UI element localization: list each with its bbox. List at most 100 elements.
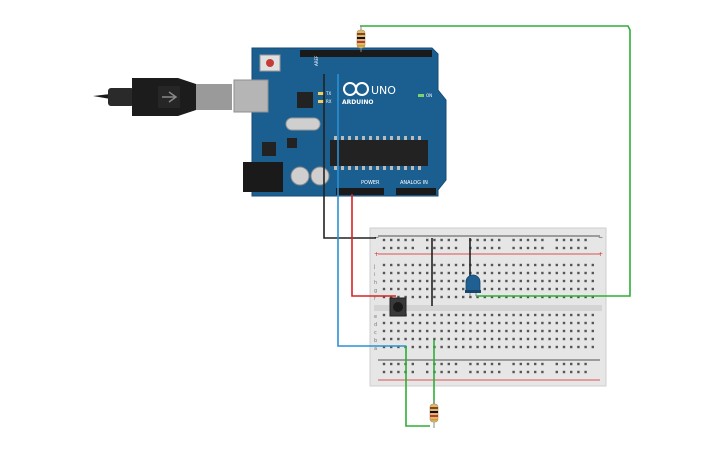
breadboard-hole[interactable]	[469, 370, 472, 374]
breadboard-hole[interactable]	[519, 313, 522, 317]
breadboard-hole[interactable]	[498, 263, 501, 267]
breadboard-hole[interactable]	[462, 321, 465, 325]
breadboard-hole[interactable]	[411, 313, 414, 317]
breadboard-hole[interactable]	[498, 238, 501, 242]
breadboard-hole[interactable]	[426, 345, 429, 349]
breadboard-hole[interactable]	[440, 370, 443, 374]
breadboard-hole[interactable]	[562, 362, 566, 366]
breadboard-hole[interactable]	[534, 279, 537, 283]
breadboard-hole[interactable]	[382, 295, 386, 299]
breadboard-hole[interactable]	[440, 246, 443, 250]
breadboard-hole[interactable]	[498, 287, 501, 291]
resistor-bottom[interactable]	[429, 400, 439, 428]
breadboard-hole[interactable]	[390, 337, 393, 341]
breadboard-hole[interactable]	[382, 246, 386, 250]
breadboard-hole[interactable]	[411, 362, 414, 366]
breadboard-hole[interactable]	[397, 329, 400, 333]
breadboard-hole[interactable]	[454, 287, 458, 291]
breadboard-hole[interactable]	[548, 321, 551, 325]
breadboard-hole[interactable]	[440, 238, 443, 242]
breadboard-hole[interactable]	[418, 287, 422, 291]
breadboard-hole[interactable]	[454, 345, 458, 349]
breadboard-hole[interactable]	[490, 321, 494, 325]
breadboard-hole[interactable]	[476, 370, 479, 374]
breadboard-hole[interactable]	[584, 271, 587, 275]
breadboard-hole[interactable]	[584, 329, 587, 333]
breadboard-hole[interactable]	[555, 329, 558, 333]
breadboard-hole[interactable]	[382, 337, 386, 341]
breadboard-hole[interactable]	[426, 313, 429, 317]
breadboard-hole[interactable]	[397, 271, 400, 275]
breadboard-hole[interactable]	[454, 263, 458, 267]
breadboard-hole[interactable]	[404, 263, 407, 267]
breadboard-hole[interactable]	[584, 279, 587, 283]
breadboard-hole[interactable]	[526, 287, 530, 291]
breadboard-hole[interactable]	[454, 279, 458, 283]
breadboard-hole[interactable]	[440, 295, 443, 299]
breadboard-hole[interactable]	[411, 370, 414, 374]
breadboard-hole[interactable]	[548, 279, 551, 283]
breadboard-hole[interactable]	[390, 238, 393, 242]
wire-gnd-black[interactable]	[323, 74, 376, 239]
breadboard-hole[interactable]	[418, 263, 422, 267]
breadboard-hole[interactable]	[447, 263, 450, 267]
breadboard-hole[interactable]	[584, 287, 587, 291]
breadboard-hole[interactable]	[476, 345, 479, 349]
breadboard-hole[interactable]	[519, 295, 522, 299]
breadboard-hole[interactable]	[490, 345, 494, 349]
breadboard-hole[interactable]	[577, 279, 580, 283]
breadboard-hole[interactable]	[498, 313, 501, 317]
breadboard-hole[interactable]	[411, 246, 414, 250]
breadboard-hole[interactable]	[469, 313, 472, 317]
breadboard-hole[interactable]	[447, 238, 450, 242]
breadboard-hole[interactable]	[512, 313, 515, 317]
breadboard-hole[interactable]	[555, 337, 558, 341]
breadboard-hole[interactable]	[512, 321, 515, 325]
pushbutton[interactable]	[389, 297, 407, 317]
breadboard-hole[interactable]	[526, 279, 530, 283]
breadboard-hole[interactable]	[440, 337, 443, 341]
breadboard-hole[interactable]	[519, 279, 522, 283]
breadboard-hole[interactable]	[505, 287, 508, 291]
breadboard-hole[interactable]	[519, 329, 522, 333]
breadboard-hole[interactable]	[591, 337, 594, 341]
breadboard-hole[interactable]	[555, 370, 558, 374]
breadboard-hole[interactable]	[490, 279, 494, 283]
breadboard-hole[interactable]	[490, 337, 494, 341]
breadboard-hole[interactable]	[397, 370, 400, 374]
breadboard-hole[interactable]	[476, 329, 479, 333]
breadboard-hole[interactable]	[562, 263, 566, 267]
breadboard-hole[interactable]	[570, 321, 573, 325]
breadboard-hole[interactable]	[397, 238, 400, 242]
breadboard-hole[interactable]	[555, 279, 558, 283]
breadboard-hole[interactable]	[433, 238, 436, 242]
breadboard-hole[interactable]	[526, 337, 530, 341]
breadboard-hole[interactable]	[541, 329, 544, 333]
breadboard-hole[interactable]	[483, 238, 486, 242]
breadboard-hole[interactable]	[498, 329, 501, 333]
breadboard-hole[interactable]	[483, 279, 486, 283]
breadboard-hole[interactable]	[418, 329, 422, 333]
breadboard-hole[interactable]	[426, 263, 429, 267]
breadboard-hole[interactable]	[390, 345, 393, 349]
breadboard-hole[interactable]	[483, 263, 486, 267]
breadboard-hole[interactable]	[382, 345, 386, 349]
breadboard-hole[interactable]	[440, 362, 443, 366]
breadboard-hole[interactable]	[548, 287, 551, 291]
breadboard-hole[interactable]	[433, 321, 436, 325]
breadboard-hole[interactable]	[570, 329, 573, 333]
breadboard-hole[interactable]	[440, 271, 443, 275]
breadboard-hole[interactable]	[548, 313, 551, 317]
breadboard-hole[interactable]	[454, 362, 458, 366]
breadboard-hole[interactable]	[397, 263, 400, 267]
breadboard-hole[interactable]	[426, 287, 429, 291]
breadboard-hole[interactable]	[498, 370, 501, 374]
breadboard-hole[interactable]	[426, 246, 429, 250]
breadboard-hole[interactable]	[454, 238, 458, 242]
breadboard-hole[interactable]	[541, 295, 544, 299]
breadboard-hole[interactable]	[519, 238, 522, 242]
breadboard-hole[interactable]	[397, 295, 400, 299]
breadboard-hole[interactable]	[447, 345, 450, 349]
breadboard-hole[interactable]	[418, 271, 422, 275]
breadboard-hole[interactable]	[548, 263, 551, 267]
